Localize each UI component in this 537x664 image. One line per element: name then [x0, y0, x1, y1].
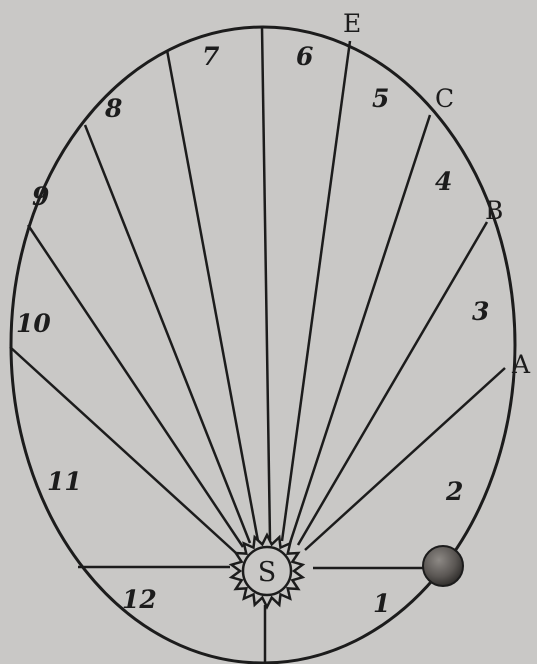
radius-line-10-11 [10, 347, 236, 553]
sector-number-6: 6 [296, 42, 313, 71]
planet [423, 546, 463, 586]
sector-number-12: 12 [122, 585, 157, 614]
radius-line-8-9 [85, 125, 250, 543]
point-label-a: A [511, 350, 531, 379]
point-label-b: B [485, 196, 503, 225]
sector-number-10: 10 [16, 309, 51, 338]
sector-number-9: 9 [32, 182, 49, 211]
sector-number-2: 2 [445, 477, 463, 506]
point-label-e: E [343, 9, 361, 38]
sector-number-8: 8 [104, 94, 122, 123]
sector-number-11: 11 [47, 467, 82, 496]
sector-number-4: 4 [435, 167, 452, 196]
sector-number-5: 5 [372, 84, 389, 113]
sector-number-3: 3 [472, 297, 489, 326]
point-label-c: C [435, 84, 454, 113]
radius-line-7-8 [167, 50, 258, 541]
radius-line-9-10 [28, 225, 243, 547]
sector-number-1: 1 [373, 589, 390, 618]
sun-label: S [258, 557, 277, 588]
sector-number-7: 7 [202, 42, 220, 71]
radius-line-top [262, 27, 270, 540]
radius-line-a [305, 368, 505, 550]
